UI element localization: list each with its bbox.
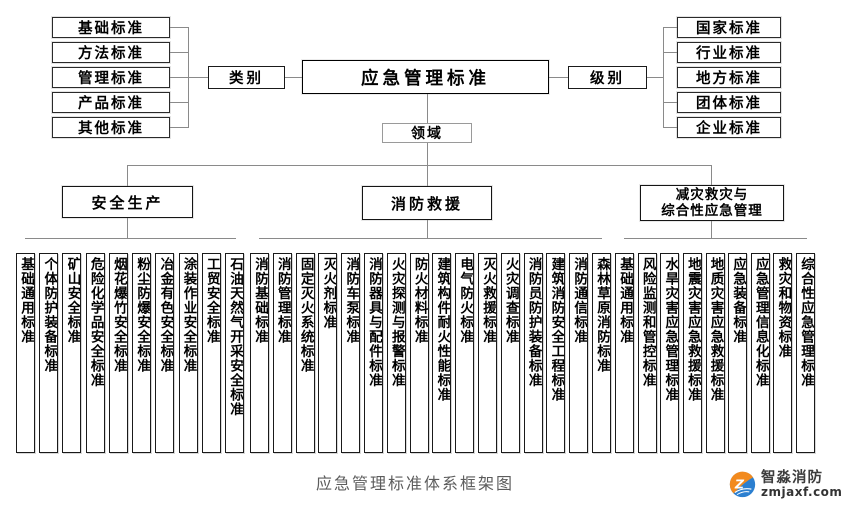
connector-line xyxy=(285,77,302,78)
brand-site: zmjaxf.com xyxy=(761,485,843,500)
standard-item-box: 建筑构件耐火性能标准 xyxy=(432,253,452,453)
standard-item-box: 地质灾害应急救援标准 xyxy=(705,253,725,453)
standard-item-box: 应急装备标准 xyxy=(728,253,748,453)
connector-line xyxy=(170,127,188,128)
standard-item-box: 粉尘防爆安全标准 xyxy=(132,253,152,453)
connector-line xyxy=(711,221,712,238)
standard-item-box: 应急管理信息化标准 xyxy=(750,253,770,453)
category-box: 方法标准 xyxy=(52,42,170,63)
brand-logo-icon: Z ” xyxy=(729,471,756,498)
level-link-box: 级别 xyxy=(568,66,647,89)
standard-item-box: 固定灭火系统标准 xyxy=(295,253,315,453)
connector-line xyxy=(170,102,188,103)
connector-line xyxy=(663,52,677,53)
standard-item-box: 消防通信标准 xyxy=(569,253,589,453)
category-box: 管理标准 xyxy=(52,67,170,88)
standard-item-box: 火灾调查标准 xyxy=(500,253,520,453)
standard-item-box: 消防管理标准 xyxy=(272,253,292,453)
caption: 应急管理标准体系框架图 xyxy=(315,474,514,493)
standard-item-box: 基础通用标准 xyxy=(16,253,35,453)
standard-item-box: 地震灾害应急救援标准 xyxy=(682,253,702,453)
category-list: 基础标准 方法标准 管理标准 产品标准 其他标准 xyxy=(52,17,170,138)
connector-line xyxy=(624,238,807,239)
connector-line xyxy=(549,77,568,78)
connector-line xyxy=(711,165,712,185)
connector-line xyxy=(25,238,236,239)
standard-item-box: 消防车泵标准 xyxy=(341,253,361,453)
connector-line xyxy=(127,218,128,238)
standard-item-box: 冶金有色安全标准 xyxy=(155,253,175,453)
level-list: 国家标准 行业标准 地方标准 团体标准 企业标准 xyxy=(677,17,781,138)
category-box: 其他标准 xyxy=(52,117,170,138)
standard-item-box: 消防员防护装备标准 xyxy=(523,253,543,453)
brand-watermark: Z ” 智淼消防 zmjaxf.com xyxy=(729,470,843,500)
connector-line xyxy=(127,165,128,186)
category-box: 产品标准 xyxy=(52,92,170,113)
branch-box-disaster-management: 减灾救灾与 综合性应急管理 xyxy=(640,185,784,221)
standard-item-box: 石油天然气开采安全标准 xyxy=(224,253,244,453)
title-box: 应急管理标准 xyxy=(302,60,549,94)
standard-item-box: 个体防护装备标准 xyxy=(39,253,59,453)
standard-item-box: 电气防火标准 xyxy=(455,253,475,453)
standards-group-fire-rescue: 消防基础标准 消防管理标准 固定灭火系统标准 灭火剂标准 消防车泵标准 消防器具… xyxy=(250,253,611,453)
connector-line xyxy=(427,94,428,123)
brand-logo-tick: ” xyxy=(745,473,751,483)
branch-box-fire-rescue: 消防救援 xyxy=(362,186,492,220)
category-box: 基础标准 xyxy=(52,17,170,38)
standards-group-disaster-management: 基础通用标准 风险监测和管控标准 水旱灾害应急管理标准 地震灾害应急救援标准 地… xyxy=(615,253,815,453)
category-link-box: 类别 xyxy=(208,66,285,89)
connector-line xyxy=(427,143,428,166)
level-box: 国家标准 xyxy=(677,17,781,38)
standard-item-box: 消防器具与配件标准 xyxy=(363,253,383,453)
level-box: 行业标准 xyxy=(677,42,781,63)
connector-line xyxy=(170,77,208,78)
connector-line xyxy=(663,27,677,28)
standard-item-box: 火灾探测与报警标准 xyxy=(386,253,406,453)
branch-box-safety-production: 安全生产 xyxy=(62,186,193,218)
connector-line xyxy=(170,27,188,28)
standard-item-box: 救灾和物资标准 xyxy=(773,253,793,453)
standard-item-box: 基础通用标准 xyxy=(615,253,634,453)
brand-name: 智淼消防 xyxy=(761,470,823,486)
level-box: 企业标准 xyxy=(677,117,781,138)
connector-line xyxy=(127,165,712,166)
standard-item-box: 建筑消防安全工程标准 xyxy=(546,253,566,453)
brand-logo-letter: Z xyxy=(734,477,745,492)
connector-line xyxy=(663,27,664,128)
connector-line xyxy=(170,52,188,53)
standard-item-box: 水旱灾害应急管理标准 xyxy=(660,253,680,453)
standard-item-box: 涂装作业安全标准 xyxy=(178,253,198,453)
standard-item-box: 森林草原消防标准 xyxy=(591,253,611,453)
connector-line xyxy=(647,77,663,78)
connector-line xyxy=(663,127,677,128)
standards-group-safety-production: 基础通用标准 个体防护装备标准 矿山安全标准 危险化学品安全标准 烟花爆竹安全标… xyxy=(16,253,244,453)
standard-item-box: 防火材料标准 xyxy=(409,253,429,453)
connector-line xyxy=(663,102,677,103)
standard-item-box: 工贸安全标准 xyxy=(201,253,221,453)
standard-item-box: 灭火剂标准 xyxy=(318,253,338,453)
standard-item-box: 危险化学品安全标准 xyxy=(85,253,105,453)
connector-line xyxy=(427,165,428,186)
domain-box: 领域 xyxy=(382,123,472,143)
standard-item-box: 烟花爆竹安全标准 xyxy=(108,253,128,453)
standard-item-box: 风险监测和管控标准 xyxy=(637,253,657,453)
connector-line xyxy=(259,238,602,239)
standard-item-box: 矿山安全标准 xyxy=(62,253,82,453)
standard-item-box: 灭火救援标准 xyxy=(477,253,497,453)
level-box: 地方标准 xyxy=(677,67,781,88)
level-box: 团体标准 xyxy=(677,92,781,113)
standard-item-box: 综合性应急管理标准 xyxy=(796,253,815,453)
connector-line xyxy=(427,220,428,238)
standard-item-box: 消防基础标准 xyxy=(250,253,269,453)
connector-line xyxy=(188,27,189,128)
